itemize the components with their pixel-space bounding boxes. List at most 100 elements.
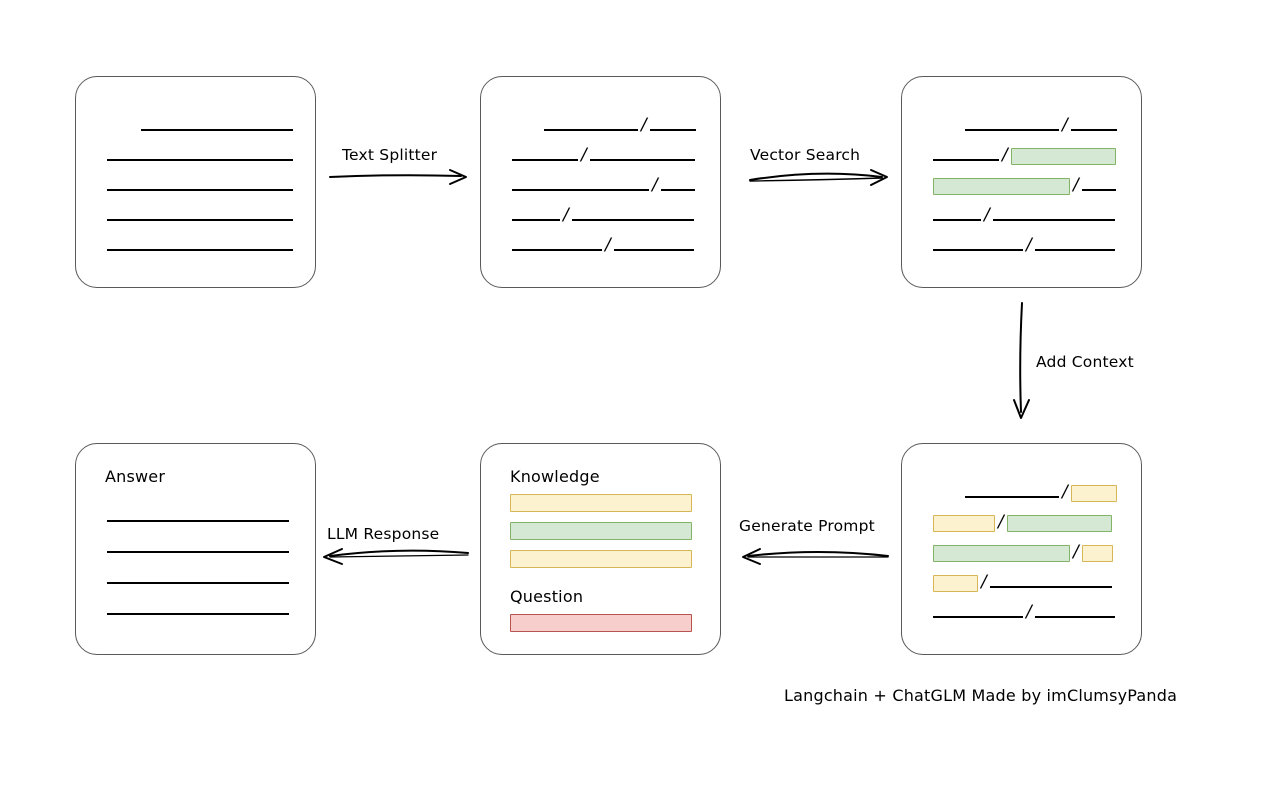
text-rule xyxy=(1034,249,1115,251)
text-rule xyxy=(965,129,1059,131)
document-line xyxy=(76,603,346,617)
text-rule xyxy=(933,159,999,161)
text-rule xyxy=(544,129,638,131)
segment-separator: / xyxy=(1002,144,1008,165)
arrow-add-context xyxy=(1013,302,1030,419)
highlighted-chunk-yellow xyxy=(933,574,978,592)
highlighted-chunk-yellow xyxy=(933,514,995,532)
context-document-lines: / / / / / xyxy=(902,444,1141,654)
document-line: / xyxy=(902,234,1172,255)
document-line: / xyxy=(902,511,1172,532)
prompt-bar-yellow xyxy=(510,550,692,568)
segment-separator: / xyxy=(981,571,987,592)
document-line: / xyxy=(481,114,783,135)
node-source-document[interactable] xyxy=(75,76,316,288)
highlighted-chunk-green xyxy=(933,544,1070,562)
text-rule xyxy=(107,613,289,615)
split-document-lines: ///// xyxy=(481,77,720,287)
arrow-generate-prompt xyxy=(742,548,889,565)
document-line xyxy=(76,149,346,163)
document-line: / xyxy=(902,116,1204,133)
text-rule xyxy=(933,616,1023,618)
text-rule xyxy=(512,219,560,221)
answer-heading: Answer xyxy=(105,467,166,486)
document-line xyxy=(76,541,346,555)
highlighted-chunk-green xyxy=(1006,514,1112,532)
document-line: / xyxy=(481,144,751,165)
edge-label-llm-response: LLM Response xyxy=(327,525,440,543)
matched-document-lines: ///// xyxy=(902,77,1141,287)
document-line: / xyxy=(481,206,751,223)
node-context-document[interactable]: / / / / / xyxy=(901,443,1142,655)
edge-label-add-context: Add Context xyxy=(1036,353,1134,371)
credit-text: Langchain + ChatGLM Made by imClumsyPand… xyxy=(784,686,1178,705)
document-line xyxy=(76,179,346,193)
segment-separator: / xyxy=(984,204,990,225)
text-rule xyxy=(992,219,1115,221)
source-document-lines xyxy=(76,77,315,287)
segment-separator: / xyxy=(1073,174,1079,195)
question-bars xyxy=(481,444,720,654)
document-line: / xyxy=(902,174,1172,195)
text-rule xyxy=(933,249,1023,251)
text-rule xyxy=(141,129,293,131)
document-line xyxy=(76,510,346,524)
answer-lines xyxy=(76,444,315,654)
text-rule xyxy=(107,189,293,191)
segment-separator: / xyxy=(1062,481,1068,502)
text-rule xyxy=(649,129,696,131)
knowledge-label: Knowledge xyxy=(510,467,600,486)
node-split-document[interactable]: ///// xyxy=(480,76,721,288)
document-line: / xyxy=(902,204,1172,225)
segment-separator: / xyxy=(1026,234,1032,255)
text-rule xyxy=(107,520,289,522)
text-rule xyxy=(107,159,293,161)
segment-separator: / xyxy=(998,511,1004,532)
text-rule xyxy=(1070,129,1117,131)
knowledge-bars xyxy=(481,444,720,654)
highlighted-chunk-yellow xyxy=(1070,484,1117,502)
segment-separator: / xyxy=(581,144,587,165)
document-line: / xyxy=(902,571,1172,592)
document-line: / xyxy=(481,234,751,255)
edge-label-generate-prompt: Generate Prompt xyxy=(739,517,875,535)
segment-separator: / xyxy=(641,114,647,135)
segment-separator: / xyxy=(1026,601,1032,622)
text-rule xyxy=(933,219,981,221)
text-rule xyxy=(107,249,293,251)
edge-label-vector-search: Vector Search xyxy=(750,146,861,164)
arrow-vector-search xyxy=(749,169,888,186)
segment-separator: / xyxy=(1073,541,1079,562)
edge-label-text-splitter: Text Splitter xyxy=(342,146,438,164)
document-line xyxy=(76,572,346,586)
document-line xyxy=(76,239,346,253)
prompt-bar-red xyxy=(510,614,692,632)
text-rule xyxy=(589,159,695,161)
prompt-bar-green xyxy=(510,522,692,540)
question-label: Question xyxy=(510,587,584,606)
highlighted-chunk-yellow xyxy=(1081,544,1113,562)
document-line xyxy=(76,209,346,223)
node-answer[interactable]: Answer xyxy=(75,443,316,655)
prompt-bar-yellow xyxy=(510,494,692,512)
document-line: / xyxy=(902,601,1172,622)
text-rule xyxy=(107,551,289,553)
document-line: / xyxy=(902,481,1204,502)
node-matched-document[interactable]: ///// xyxy=(901,76,1142,288)
segment-separator: / xyxy=(605,234,611,255)
text-rule xyxy=(107,219,293,221)
document-line: / xyxy=(902,144,1172,165)
document-line: / xyxy=(481,176,751,193)
text-rule xyxy=(965,496,1059,498)
text-rule xyxy=(512,249,602,251)
text-rule xyxy=(571,219,694,221)
text-rule xyxy=(107,582,289,584)
text-rule xyxy=(989,586,1112,588)
node-prompt[interactable]: Knowledge Question xyxy=(480,443,721,655)
arrow-text-splitter xyxy=(329,169,467,185)
text-rule xyxy=(1081,189,1116,191)
highlighted-chunk-green xyxy=(933,177,1070,195)
document-line xyxy=(76,119,380,133)
text-rule xyxy=(1034,616,1115,618)
